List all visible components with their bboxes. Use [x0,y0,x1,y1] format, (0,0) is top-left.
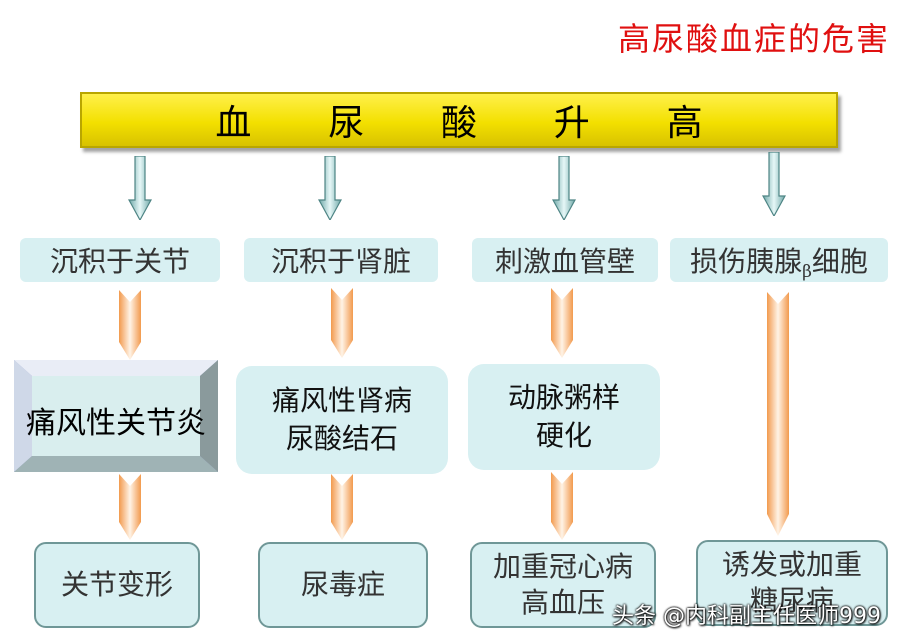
watermark: 头条 @内科副主任医师999 [612,604,881,629]
page-title: 高尿酸血症的危害 [617,20,890,58]
effect-line: 尿酸结石 [285,422,398,455]
down-arrow-icon [318,156,342,220]
banner-char: 血 [215,103,252,144]
cause-box-kidney: 沉积于肾脏 [244,238,438,282]
cause-label: 沉积于肾脏 [270,245,411,278]
outcome-box-joint-deformity: 关节变形 [34,542,200,628]
orange-arrow-icon [331,288,353,358]
orange-arrow-icon [551,288,573,358]
orange-arrow-icon [767,292,789,536]
outcome-line: 糖尿病 [749,584,834,617]
banner-char: 升 [553,103,590,144]
outcome-label: 关节变形 [60,568,173,601]
orange-arrow-icon [119,474,141,540]
cause-box-vessel: 刺激血管壁 [472,238,658,282]
effect-line: 痛风性肾病 [271,384,412,417]
down-arrow-icon [762,152,786,216]
uric-acid-banner: 血 尿 酸 升 高 [80,92,838,148]
outcome-label: 尿毒症 [300,568,385,601]
orange-arrow-icon [331,474,353,540]
down-arrow-icon [552,156,576,220]
cause-box-joint: 沉积于关节 [20,238,220,282]
effect-box-atherosclerosis: 动脉粥样 硬化 [468,364,660,470]
outcome-line: 诱发或加重 [721,548,862,581]
orange-arrow-icon [119,290,141,360]
banner-char: 酸 [440,103,477,144]
cause-label: 沉积于关节 [49,245,190,278]
outcome-line: 加重冠心病 [492,550,633,583]
banner-char: 高 [666,103,703,144]
outcome-box-diabetes: 诱发或加重 糖尿病 [696,540,888,626]
down-arrow-icon [128,156,152,220]
effect-line: 硬化 [535,419,592,452]
outcome-box-uremia: 尿毒症 [258,542,428,628]
cause-label: 刺激血管壁 [494,245,635,278]
cause-label: 损伤胰腺β细胞 [690,245,868,282]
bevel-frame [14,360,218,472]
effect-line: 动脉粥样 [507,381,620,414]
outcome-line: 高血压 [520,586,605,619]
banner-char: 尿 [328,103,365,144]
effect-label: 痛风性关节炎 [26,406,206,441]
orange-arrow-icon [551,472,573,540]
outcome-box-heart: 加重冠心病 高血压 [470,542,656,628]
cause-box-pancreas: 损伤胰腺β细胞 [670,238,888,282]
effect-box-gouty-arthritis: 痛风性关节炎 [14,360,218,472]
effect-box-gouty-nephropathy: 痛风性肾病 尿酸结石 [236,366,448,474]
